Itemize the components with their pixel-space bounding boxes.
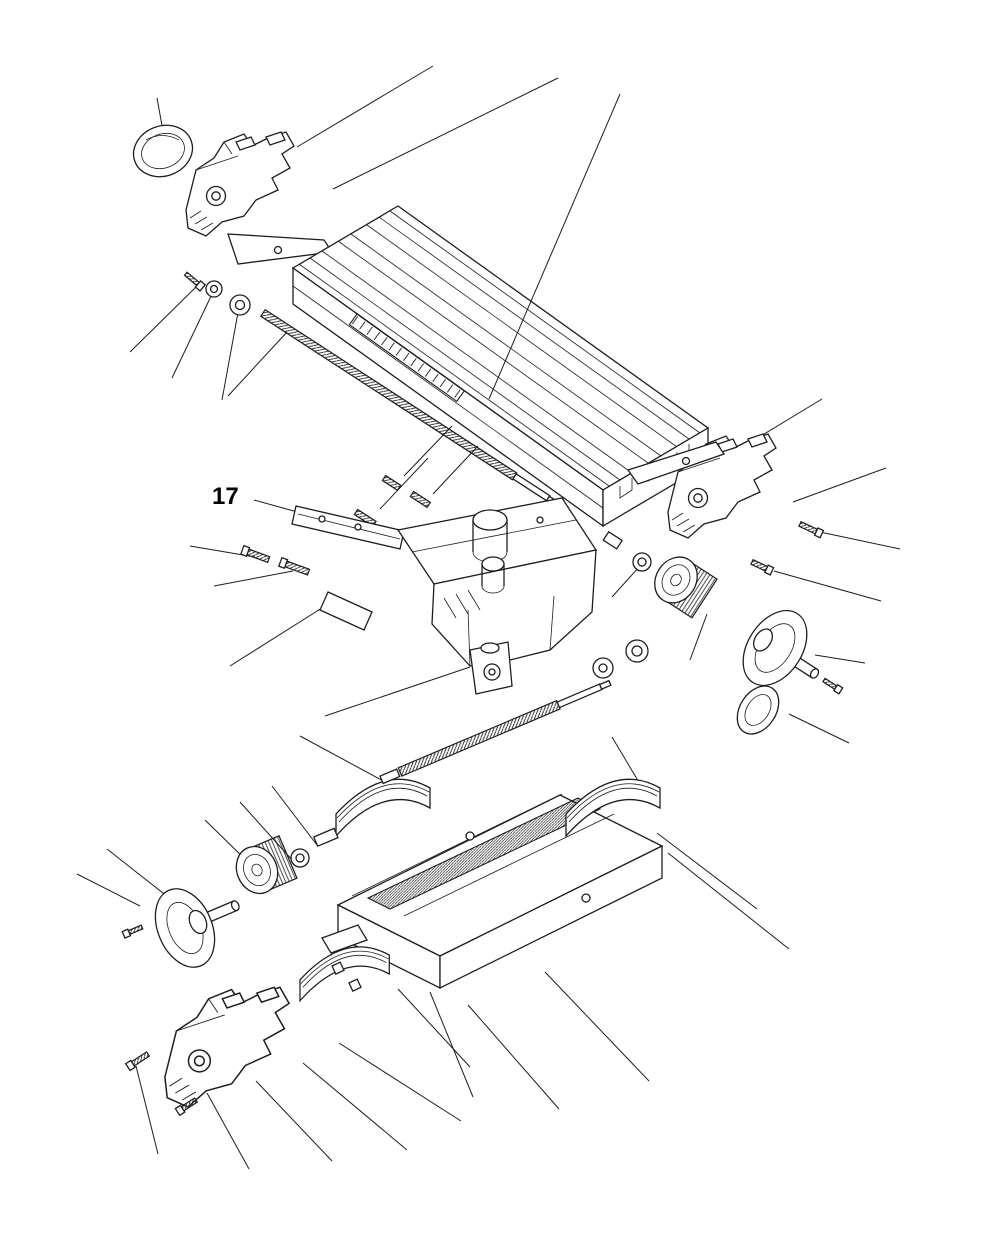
part-cover-clips (321, 924, 368, 993)
saddle-boss (472, 509, 508, 594)
part-screw-bottom-b (174, 1097, 199, 1117)
part-worktable (291, 205, 710, 528)
part-shaft-spacer-right (602, 530, 624, 550)
part-washer-left (290, 848, 310, 868)
t-slots (298, 210, 701, 487)
part-cap-knob (132, 124, 194, 178)
part-gear-coupling-left (235, 835, 298, 895)
part-base (336, 793, 664, 990)
part-bearing-washer-right (632, 552, 652, 572)
part-handle-knob-right (736, 685, 780, 735)
part-screw-bottom-a (124, 1051, 151, 1072)
part-table-scale (348, 313, 466, 403)
part-set-screws-left (239, 544, 311, 576)
part-cross-leadscrew (379, 679, 612, 785)
part-bolt-left (121, 924, 144, 939)
saddle-nut-lug (469, 641, 513, 695)
part-way-cover-left (335, 778, 431, 837)
part-gib-plate-right (626, 441, 726, 485)
part-table-leadscrew (259, 308, 561, 508)
part-saddle (291, 497, 598, 695)
part-washer-small (205, 280, 223, 298)
part-handwheel-right (742, 609, 820, 687)
part-thrust-washer (592, 657, 614, 679)
part-spacer-left (312, 827, 339, 848)
leader-lines-front (488, 93, 621, 400)
base-tongue (366, 797, 602, 910)
part-bearing-coupling-right (654, 556, 718, 619)
part-way-cover-front (299, 946, 390, 1002)
part-end-bracket-top-left (185, 131, 295, 237)
callout-17-leader (253, 499, 302, 514)
part-washer-large (229, 294, 251, 316)
part-bolt-right (822, 677, 844, 695)
part-gib-plate-top (227, 233, 334, 265)
part-screw-right-b (750, 558, 775, 576)
part-end-bracket-bottom-left (164, 986, 290, 1108)
part-screw-top-left (183, 271, 207, 292)
part-gib-screws (353, 474, 432, 528)
part-handwheel-left (154, 888, 240, 968)
part-screw-right-a (798, 520, 825, 539)
callout-17-label: 17 (212, 483, 239, 510)
part-lock-nut (625, 639, 649, 663)
